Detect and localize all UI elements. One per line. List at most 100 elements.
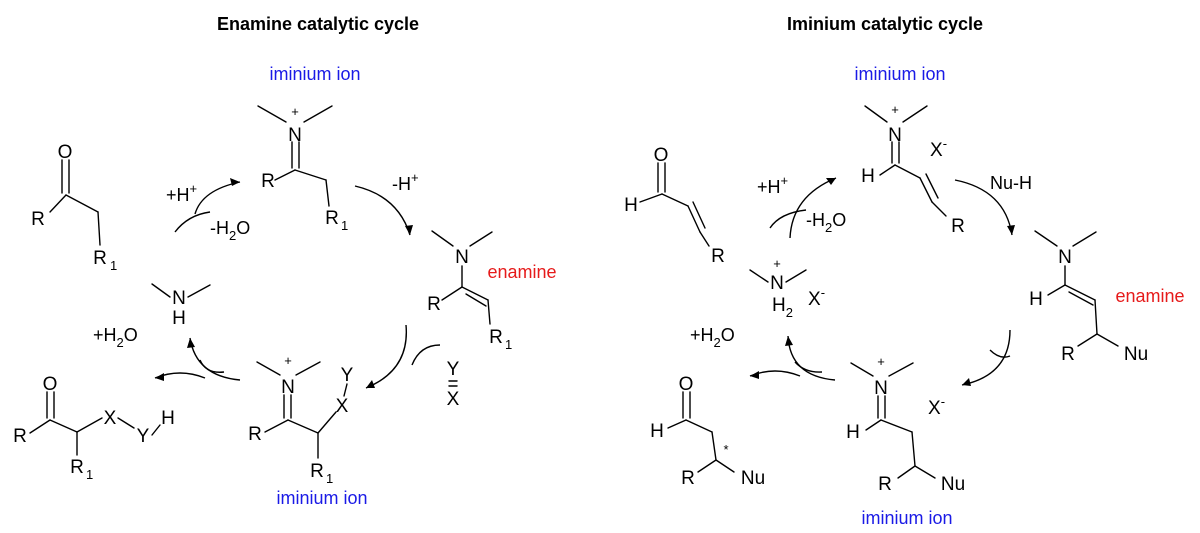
iminium-bottom-r1-atom: R (310, 461, 324, 482)
enal-r-atom: R (711, 246, 725, 267)
iminium-right-r-atom: R (951, 216, 965, 237)
product-o-atom: O (43, 374, 58, 395)
iminium-top: N + R R 1 (257, 104, 348, 233)
enamine-right-r-atom: R (1061, 344, 1075, 365)
iminium-bottom-right-h-atom: H (846, 422, 860, 443)
iminium-top-r1-atom: R (325, 208, 339, 229)
catalyst-right-h2: H2 (772, 295, 793, 320)
iminium-bottom-right-plus: + (877, 354, 885, 369)
product-right-nu-atom: Nu (741, 468, 765, 489)
arrow-water-in (199, 359, 225, 373)
enamine-right-nu-atom: Nu (1124, 344, 1148, 365)
alkylated-ketone-product: O R X Y H R 1 (13, 374, 175, 482)
iminium-cycle-arrows (749, 177, 1015, 386)
enamine-cycle-iminium-top-label: iminium ion (269, 64, 360, 84)
arrow-right-proton-shift (989, 349, 1011, 358)
product-y-atom: Y (137, 426, 150, 447)
arrow-right-water-in (794, 361, 823, 373)
ammonium-salt-catalyst: N + H2 X- (749, 256, 825, 320)
ketone-r-atom: R (31, 209, 45, 230)
product-h-atom: H (161, 408, 175, 429)
arrowhead-right-5 (750, 371, 759, 379)
enamine-cycle-iminium-bottom-label: iminium ion (276, 488, 367, 508)
arrowhead-right-2 (1007, 225, 1015, 235)
arrowhead-right-1 (826, 178, 836, 185)
iminium-right-h-atom: H (861, 166, 875, 187)
iminium-bottom: N + R X Y R 1 (248, 353, 354, 486)
product-right-r-atom: R (681, 468, 695, 489)
arrow-ketone-to-iminium (194, 181, 241, 215)
reagent-right-nucleophile: Nu-H (990, 173, 1032, 193)
electrophile-x-atom: X (447, 389, 460, 410)
arrowhead-right-3 (962, 378, 971, 386)
arrow-enamine-to-iminium (365, 324, 408, 389)
iminium-cycle-title: Iminium catalytic cycle (787, 14, 983, 34)
reagent-right-add-water: +H2O (690, 325, 735, 350)
arrow-right-hydrolysis (787, 335, 836, 381)
reagent-right-lose-water: -H2O (806, 210, 846, 235)
product-x-atom: X (104, 408, 117, 429)
iminium-bottom-right: N + H R Nu X- (846, 354, 965, 495)
iminium-bottom-right-nu-atom: Nu (941, 474, 965, 495)
ketone-r1-atom: R (93, 248, 107, 269)
iminium-bottom-y-atom: Y (341, 365, 354, 386)
iminium-bottom-x-atom: X (336, 396, 349, 417)
enamine-intermediate-right: N H R Nu (1029, 230, 1148, 365)
enamine-right-n-atom: N (1058, 247, 1072, 268)
secondary-amine-catalyst: N H (151, 283, 211, 329)
product-right-stereocenter: * (723, 442, 728, 457)
enamine-intermediate: N R R 1 (427, 230, 512, 352)
iminium-top-right: N + H R X- (861, 102, 965, 237)
enamine-cycle-reagents: +H+ -H2O -H+ +H2O (93, 170, 419, 350)
enamine-cycle-enamine-label: enamine (487, 262, 556, 282)
iminium-bottom-right-n-atom: N (874, 378, 888, 399)
arrowhead-2 (405, 225, 413, 235)
product-r1-atom: R (70, 457, 84, 478)
iminium-cycle: Iminium catalytic cycle iminium ion enam… (624, 14, 1184, 528)
enal-h-atom: H (624, 195, 638, 216)
iminium-right-n-atom: N (888, 125, 902, 146)
product-r1-sub: 1 (86, 467, 93, 482)
iminium-cycle-iminium-bottom-label: iminium ion (861, 508, 952, 528)
electrophile-y-atom: Y (447, 359, 460, 380)
catalyst-h-atom: H (172, 308, 186, 329)
iminium-top-n-atom: N (288, 125, 302, 146)
arrow-water-release (174, 211, 211, 233)
ketone-substrate: O R R 1 (31, 142, 117, 273)
electrophile-yx: Y X (447, 359, 460, 410)
iminium-bottom-right-r-atom: R (878, 474, 892, 495)
product-r-atom: R (13, 426, 27, 447)
enamine-r1-sub: 1 (505, 337, 512, 352)
iminium-bottom-plus: + (284, 353, 292, 368)
iminium-right-plus: + (891, 102, 899, 117)
arrow-hydrolysis (189, 337, 241, 381)
enal-substrate: O H R (624, 145, 725, 267)
iminium-bottom-n-atom: N (281, 377, 295, 398)
iminium-bottom-r1-sub: 1 (326, 471, 333, 486)
product-right-o-atom: O (679, 374, 694, 395)
catalyst-right-plus: + (773, 256, 781, 271)
aldehyde-product: O H * R Nu (650, 374, 765, 489)
reagent-add-proton: +H+ (166, 181, 197, 205)
enamine-right-h-atom: H (1029, 289, 1043, 310)
iminium-cycle-enamine-label: enamine (1115, 286, 1184, 306)
reagent-add-water: +H2O (93, 325, 138, 350)
arrowhead-4 (187, 338, 195, 348)
product-right-h-atom: H (650, 421, 664, 442)
arrowhead-1 (230, 178, 240, 186)
enamine-cycle-title: Enamine catalytic cycle (217, 14, 419, 34)
arrow-right-enal-to-iminium (789, 177, 837, 239)
arrow-right-enamine-to-iminium (961, 329, 1011, 386)
iminium-bottom-r-atom: R (248, 424, 262, 445)
iminium-top-r-atom: R (261, 171, 275, 192)
enamine-n-atom: N (455, 247, 469, 268)
catalyst-right-n-atom: N (770, 273, 784, 294)
enamine-r1-atom: R (489, 327, 503, 348)
enamine-cycle-arrows (154, 178, 441, 389)
enal-o-atom: O (654, 145, 669, 166)
ketone-o-atom: O (58, 142, 73, 163)
reagent-right-add-proton: +H+ (757, 173, 788, 197)
enamine-cycle: Enamine catalytic cycle iminium ion enam… (13, 14, 556, 508)
